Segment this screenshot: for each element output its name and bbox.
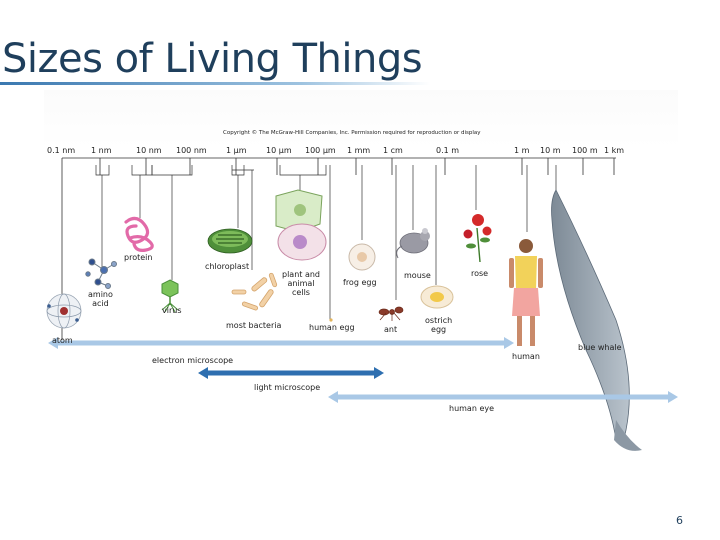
human-egg-icon (329, 318, 333, 322)
scale-label-10um: 10 µm (266, 146, 292, 155)
scale-label-1um: 1 µm (226, 146, 247, 155)
atom-icon (46, 293, 82, 329)
label-blue-whale: blue whale (578, 343, 622, 352)
scale-label-0-1m: 0.1 m (436, 146, 460, 155)
human-icon (509, 239, 543, 346)
mouse-icon (396, 228, 430, 259)
bacteria-icon (231, 272, 278, 311)
page-number: 6 (676, 514, 683, 527)
rose-icon (463, 214, 492, 263)
copyright-notice: Copyright © The McGraw-Hill Companies, I… (223, 130, 481, 136)
amino-acid-icon (85, 258, 117, 289)
chloroplast-icon (207, 228, 253, 254)
ostrich-egg-icon (420, 285, 454, 309)
title-underline (0, 82, 430, 85)
scale-label-100m: 100 m (572, 146, 598, 155)
scale-label-100um: 100 µm (305, 146, 336, 155)
label-mouse: mouse (404, 271, 431, 280)
scale-label-1mm: 1 mm (347, 146, 371, 155)
label-human-eye: human eye (449, 404, 495, 413)
label-electron-microscope: electron microscope (152, 356, 234, 365)
label-most-bacteria: most bacteria (226, 321, 282, 330)
label-frog-egg: frog egg (343, 278, 377, 287)
label-atom: atom (52, 336, 73, 345)
virus-icon (161, 279, 179, 313)
frog-egg-icon (348, 243, 376, 271)
label-light-microscope: light microscope (254, 383, 321, 392)
label-human-egg: human egg (309, 323, 355, 332)
label-rose: rose (471, 269, 489, 278)
electron-microscope-range (48, 337, 514, 349)
scale-label-1cm: 1 cm (383, 146, 403, 155)
label-ant: ant (384, 325, 398, 334)
scale-label-0-1nm: 0.1 nm (47, 146, 76, 155)
label-amino-acid: amino acid (88, 290, 113, 308)
blue-whale-icon (551, 189, 642, 451)
ant-icon (378, 306, 404, 321)
protein-icon (124, 216, 154, 252)
light-microscope-range (198, 367, 384, 379)
human-eye-range (328, 391, 678, 403)
page-title: Sizes of Living Things (2, 36, 423, 82)
item-leader-lines (95, 165, 557, 320)
scale-label-1nm: 1 nm (91, 146, 112, 155)
scale-label-10nm: 10 nm (136, 146, 162, 155)
scale-label-1km: 1 km (604, 146, 625, 155)
label-chloroplast: chloroplast (205, 262, 250, 271)
label-ostrich-egg: ostrich egg (425, 316, 453, 334)
label-protein: protein (124, 253, 153, 262)
scale-label-10m: 10 m (540, 146, 561, 155)
label-virus: virus (162, 306, 182, 315)
label-plant-animal-cells: plant and animal cells (282, 270, 321, 297)
scale-label-1m: 1 m (514, 146, 530, 155)
plant-animal-cells-icon (275, 189, 327, 261)
label-human: human (512, 352, 540, 361)
scale-label-100nm: 100 nm (176, 146, 207, 155)
